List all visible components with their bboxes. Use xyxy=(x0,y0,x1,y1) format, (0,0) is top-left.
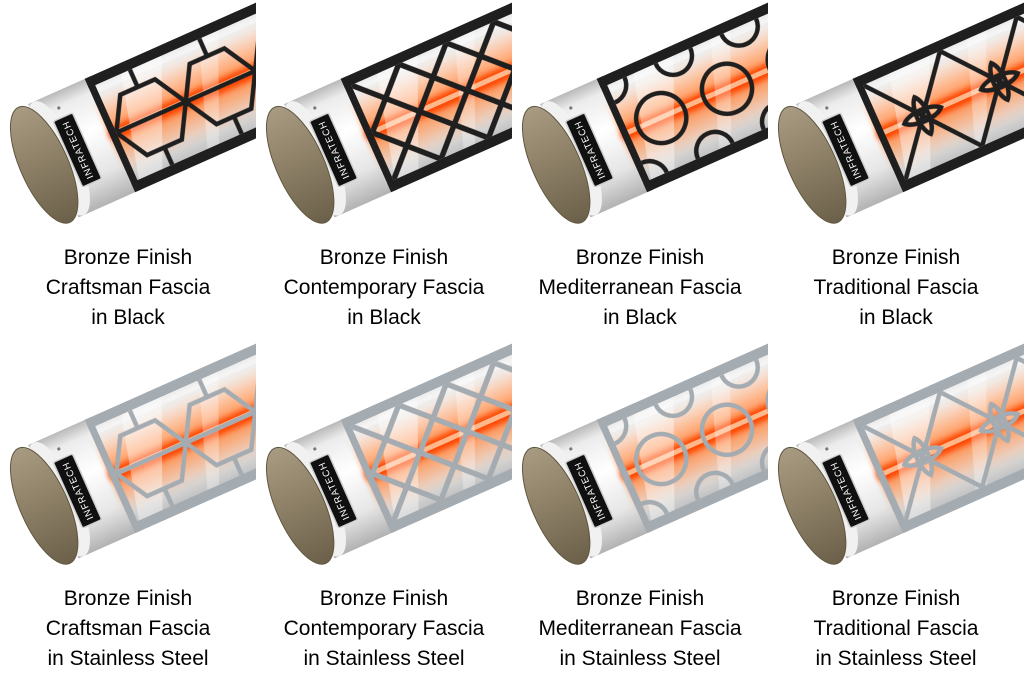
product-caption: Bronze Finish Mediterranean Fascia in Bl… xyxy=(538,246,742,329)
product-cell: INFRATECH Bronze Finish Craftsman Fascia… xyxy=(0,0,256,341)
product-caption: Bronze Finish Mediterranean Fascia in St… xyxy=(538,587,742,670)
product-caption: Bronze Finish Traditional Fascia in Stai… xyxy=(813,587,979,670)
product-cell: INFRATECH Bronze Finish Contemporary Fas… xyxy=(256,341,512,682)
heater-image-traditional-stainless: INFRATECH xyxy=(768,341,1024,583)
product-caption: Bronze Finish Contemporary Fascia in Bla… xyxy=(283,246,485,329)
product-caption: Bronze Finish Craftsman Fascia in Stainl… xyxy=(45,587,211,670)
product-cell: INFRATECH Bronze Finish Craftsman Fascia… xyxy=(0,341,256,682)
product-caption: Bronze Finish Contemporary Fascia in Sta… xyxy=(283,587,485,670)
heater-image-contemporary-stainless: INFRATECH xyxy=(256,341,512,583)
product-cell: INFRATECH Bronze Finish Mediterranean Fa… xyxy=(512,341,768,682)
heater-image-contemporary-black: INFRATECH xyxy=(256,0,512,242)
product-caption: Bronze Finish Craftsman Fascia in Black xyxy=(45,246,211,329)
heater-image-mediterranean-black: INFRATECH xyxy=(512,0,768,242)
product-cell: INFRATECH Bronze Finish Contemporary Fas… xyxy=(256,0,512,341)
product-cell: INFRATECH Bronze Finish Traditional Fasc… xyxy=(768,341,1024,682)
product-cell: INFRATECH Bronze Finish Mediterranean Fa… xyxy=(512,0,768,341)
heater-image-traditional-black: INFRATECH xyxy=(768,0,1024,242)
heater-image-craftsman-black: INFRATECH xyxy=(0,0,256,242)
product-caption: Bronze Finish Traditional Fascia in Blac… xyxy=(813,246,979,329)
heater-image-craftsman-stainless: INFRATECH xyxy=(0,341,256,583)
heater-image-mediterranean-stainless: INFRATECH xyxy=(512,341,768,583)
product-cell: INFRATECH Bronze Finish Traditional Fasc… xyxy=(768,0,1024,341)
